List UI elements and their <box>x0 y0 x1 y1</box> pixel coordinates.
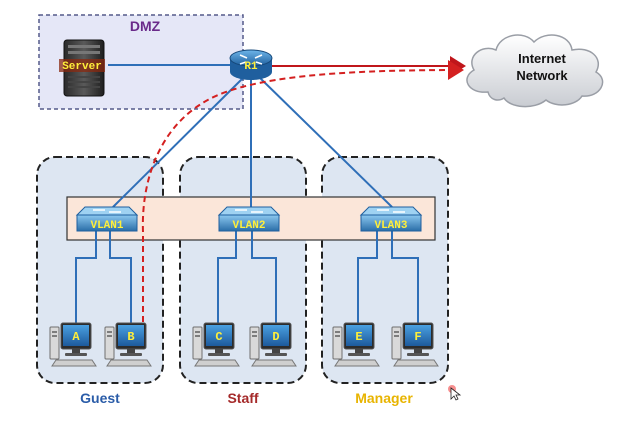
router-icon <box>229 49 273 80</box>
pc-d-label: D <box>272 330 279 344</box>
pc-c[interactable]: C <box>192 322 240 367</box>
vlan1-label: VLAN1 <box>90 220 123 232</box>
manager-label: Manager <box>355 390 413 406</box>
cloud-icon <box>466 34 604 108</box>
links <box>75 64 419 328</box>
staff-label: Staff <box>227 390 258 406</box>
pc-e[interactable]: E <box>332 322 380 367</box>
pc-f-label: F <box>414 330 421 344</box>
switch-vlan1[interactable]: VLAN1 <box>75 206 139 232</box>
traffic-path-b-to-internet <box>141 60 464 332</box>
vlan3-label: VLAN3 <box>374 220 407 232</box>
link-vlan1-a <box>75 230 97 328</box>
pc-a[interactable]: A <box>49 322 97 367</box>
link-vlan2-d <box>251 230 277 328</box>
pc-b[interactable]: B <box>104 322 152 367</box>
link-vlan2-c <box>217 230 237 328</box>
pc-b-label: B <box>127 330 134 344</box>
cursor-icon <box>448 385 462 401</box>
dmz-label: DMZ <box>130 18 161 34</box>
link-vlan3-e <box>357 230 378 328</box>
pc-e-label: E <box>355 330 362 344</box>
cloud-label-line1: Internet <box>518 51 566 66</box>
cloud-label-line2: Network <box>516 68 568 83</box>
link-router-vlan1 <box>112 76 245 208</box>
guest-label: Guest <box>80 390 120 406</box>
pc-d[interactable]: D <box>249 322 297 367</box>
link-vlan1-b <box>109 230 132 328</box>
link-vlan3-f <box>391 230 419 328</box>
switch-icon <box>359 206 423 232</box>
switch-vlan2[interactable]: VLAN2 <box>217 206 281 232</box>
switch-icon <box>217 206 281 232</box>
router-label: R1 <box>244 61 258 73</box>
pc-f[interactable]: F <box>391 322 439 367</box>
server-device[interactable]: Server <box>59 39 105 97</box>
switch-vlan3[interactable]: VLAN3 <box>359 206 423 232</box>
internet-cloud[interactable]: Internet Network <box>466 34 604 108</box>
pc-c-label: C <box>215 330 222 344</box>
vlan2-label: VLAN2 <box>232 220 265 232</box>
pc-a-label: A <box>72 330 80 344</box>
server-label: Server <box>62 61 102 73</box>
router-device[interactable]: R1 <box>229 49 273 80</box>
switch-icon <box>75 206 139 232</box>
link-router-vlan3 <box>258 76 393 208</box>
